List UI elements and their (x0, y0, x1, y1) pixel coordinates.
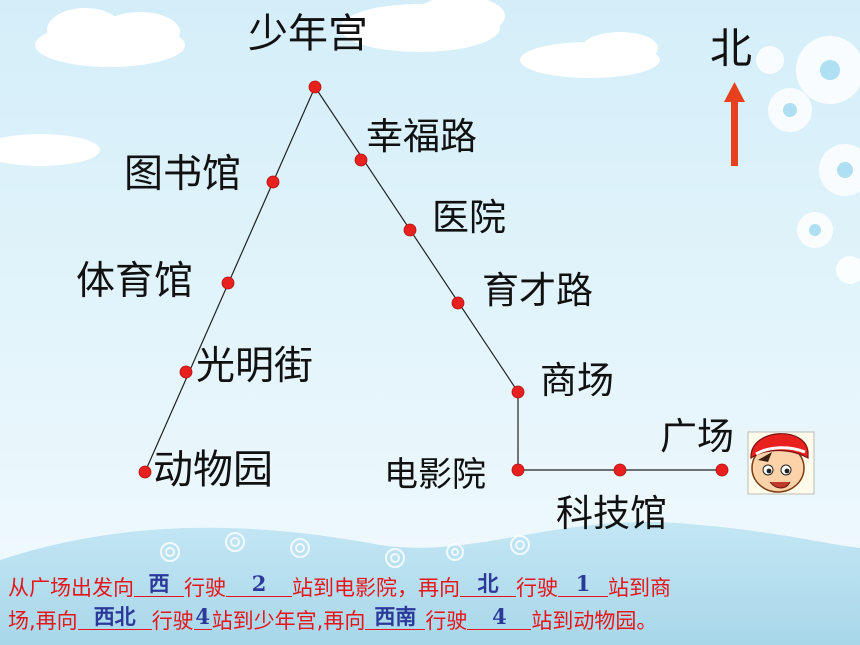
text: 行驶 (184, 576, 226, 600)
text: 行驶 (151, 609, 194, 633)
snowflake-accents (783, 60, 853, 236)
label-tiyuguan: 体育馆 (76, 259, 194, 304)
dot-yucailu (451, 296, 465, 310)
dot-yiyuan (403, 223, 417, 237)
text: 站到商 (608, 576, 671, 600)
dot-tiyuguan (221, 276, 235, 290)
boy-character-icon (747, 431, 815, 495)
answer-direction-3: 西北 (77, 605, 152, 630)
dot-xingfulu (354, 153, 368, 167)
north-arrow-icon (724, 82, 745, 166)
label-dianyingyuan: 电影院 (384, 455, 486, 495)
label-yiyuan: 医院 (432, 196, 506, 239)
north-label: 北 (710, 24, 753, 73)
answer-stops-4: 4 (467, 605, 532, 630)
dot-shaoniangong (308, 80, 322, 94)
answer-direction-1: 西 (134, 572, 184, 597)
route-dots (138, 80, 729, 479)
text: 行驶 (516, 576, 558, 600)
label-dongwuyuan: 动物园 (153, 447, 273, 493)
label-yucailu: 育才路 (482, 269, 593, 312)
text: 站到少年宫,再向 (211, 609, 366, 633)
dot-kejiguan (613, 463, 627, 477)
label-guangmingjie: 光明街 (196, 344, 314, 389)
dot-tushuguan (266, 175, 280, 189)
answer-stops-2: 1 (558, 572, 608, 597)
dot-dianyingyuan (511, 463, 525, 477)
text: 行驶 (425, 609, 468, 633)
dot-shangchang (511, 385, 525, 399)
text: 站到电影院，再向 (292, 576, 460, 600)
answer-stops-1: 2 (226, 572, 292, 597)
text: 场,再向 (8, 609, 78, 633)
answer-direction-4: 西南 (365, 605, 426, 630)
text: 从广场出发向 (8, 576, 134, 600)
answer-stops-3: 4 (193, 604, 212, 630)
label-xingfulu: 幸福路 (366, 115, 477, 158)
dot-guangmingjie (179, 365, 193, 379)
label-shaoniangong: 少年宫 (248, 11, 368, 57)
answer-direction-2: 北 (460, 572, 516, 597)
label-tushuguan: 图书馆 (124, 152, 242, 197)
hills (0, 522, 860, 645)
text: 站到动物园。 (531, 609, 658, 633)
clouds (0, 0, 660, 166)
label-shangchang: 商场 (540, 359, 614, 402)
dot-guangchang (715, 463, 729, 477)
hill-circles (160, 532, 530, 568)
label-kejiguan: 科技馆 (556, 492, 667, 535)
label-guangchang: 广场 (660, 415, 734, 458)
dot-dongwuyuan (138, 465, 152, 479)
